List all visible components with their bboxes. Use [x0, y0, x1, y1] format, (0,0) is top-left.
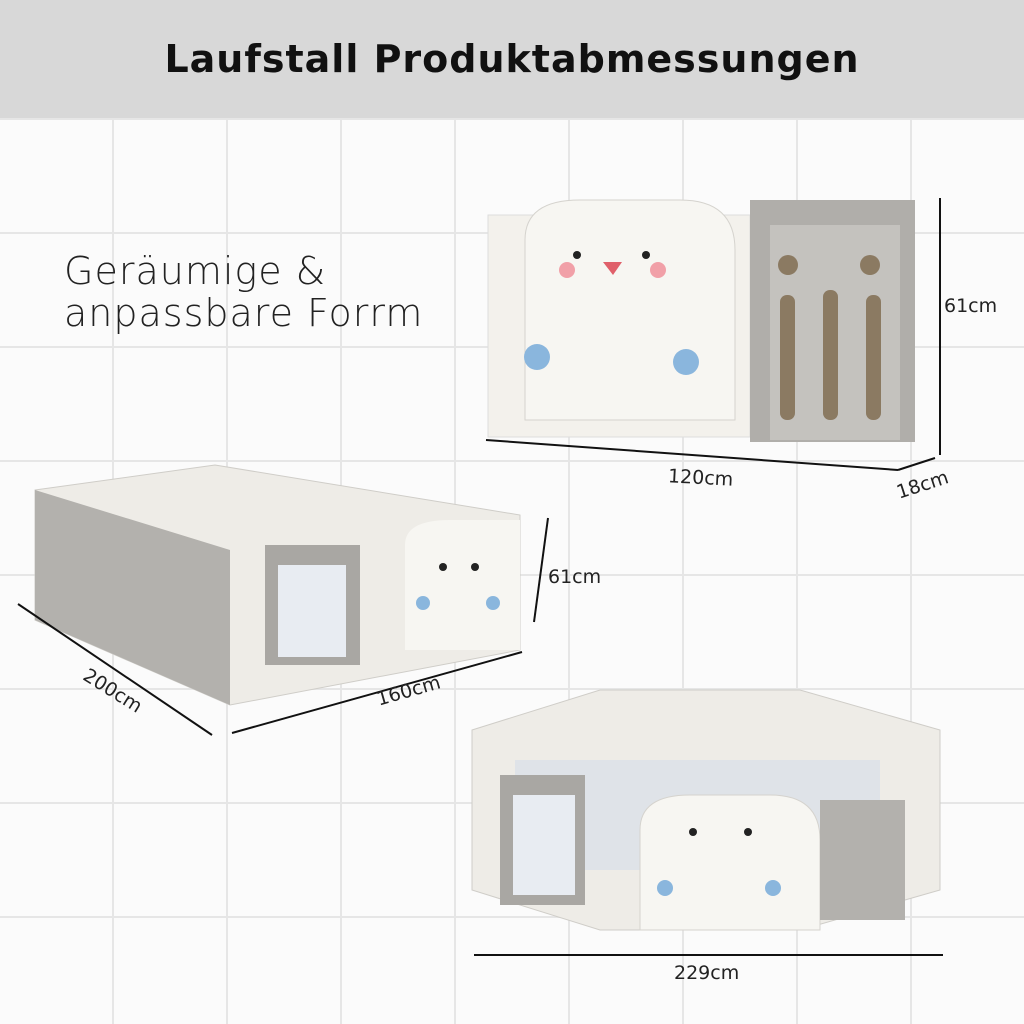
tagline: Geräumige & anpassbare Forrm [64, 250, 423, 334]
page-title: Laufstall Produktabmessungen [164, 37, 860, 81]
octagonal-playpen [471, 689, 941, 931]
dimension-lines [17, 198, 943, 956]
side-view-playpen [487, 199, 915, 442]
dimension-label-rect-height: 61cm [548, 566, 602, 588]
dimension-label-side-width: 120cm [667, 465, 734, 491]
rectangular-playpen [34, 464, 521, 706]
header-bar: Laufstall Produktabmessungen [0, 0, 1024, 118]
tagline-line-1: Geräumige & [64, 249, 327, 293]
dimension-label-side-height: 61cm [944, 295, 998, 317]
tagline-line-2: anpassbare Forrm [64, 291, 424, 335]
dimension-label-octagon-diameter: 229cm [674, 962, 740, 984]
